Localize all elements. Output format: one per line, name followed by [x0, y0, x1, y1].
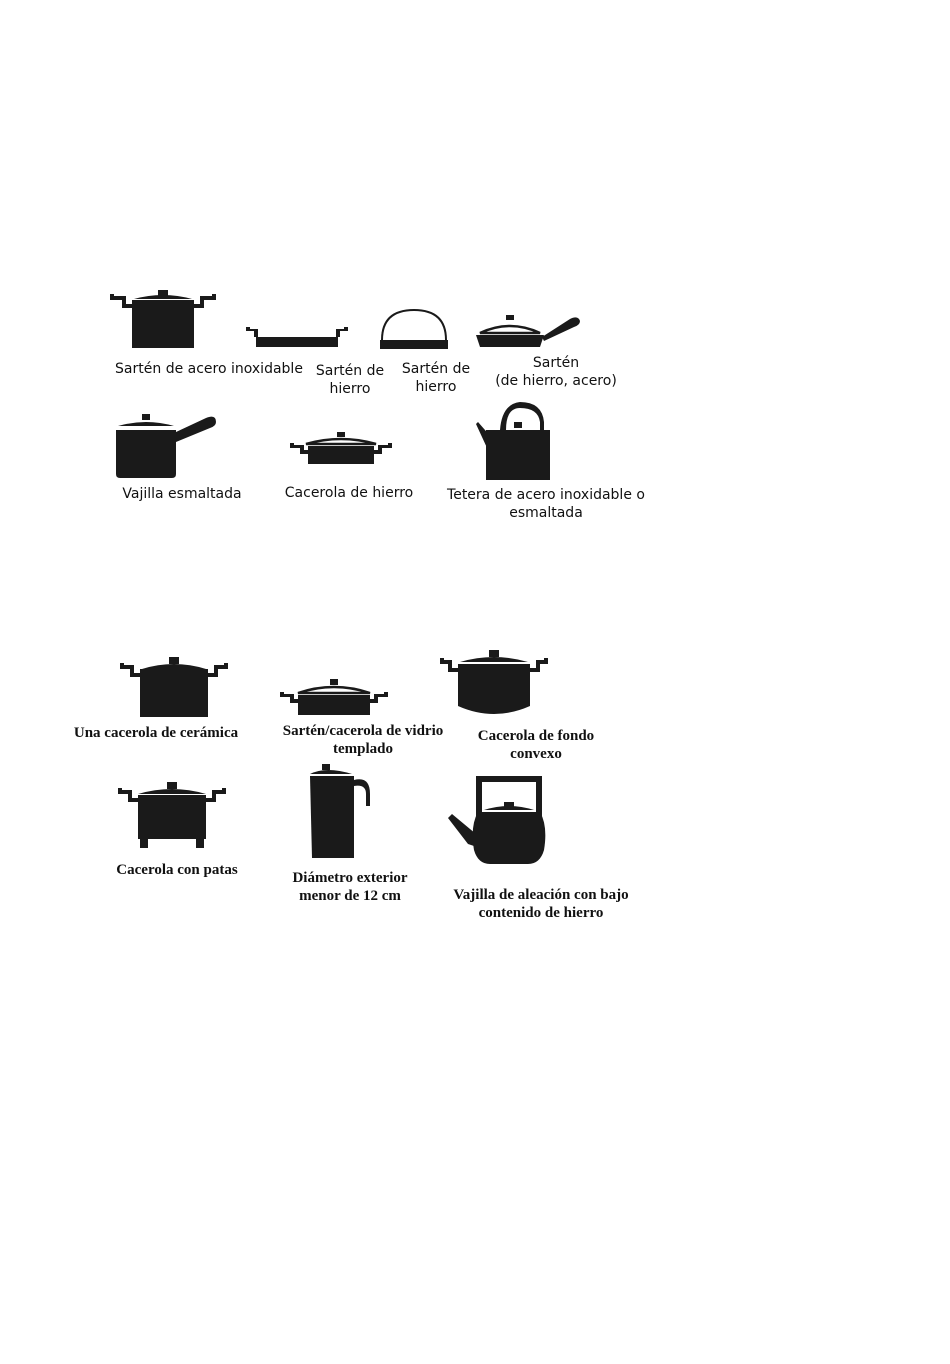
pot-with-legs-icon: [118, 782, 226, 848]
kettle-icon: [476, 402, 550, 480]
caption-stainless-pot: Sartén de acero inoxidable: [115, 361, 303, 377]
small-coffee-pot-icon: [310, 764, 370, 858]
saucepan-icon: [116, 414, 216, 478]
lidded-frying-pan-icon: [476, 315, 580, 347]
convex-bottom-pot-icon: [440, 650, 548, 714]
caption-glass-casserole: Sartén/cacerola de vidrio templado: [282, 723, 444, 757]
caption-enamel-ware: Vajilla esmaltada: [122, 486, 242, 502]
caption-small-diameter: Diámetro exterior menor de 12 cm: [292, 870, 408, 904]
glass-casserole-icon: [280, 679, 388, 715]
caption-legged-pot: Cacerola con patas: [116, 862, 238, 878]
caption-low-iron-alloy: Vajilla de aleación con bajo contenido d…: [453, 887, 629, 921]
shallow-casserole-icon: [290, 432, 392, 464]
ceramic-pot-icon: [120, 657, 228, 717]
caption-frying-pan: Sartén (de hierro, acero): [495, 355, 617, 390]
caption-ceramic-pot: Una cacerola de cerámica: [73, 725, 239, 741]
caption-iron-casserole: Cacerola de hierro: [284, 485, 414, 501]
caption-convex-pot: Cacerola de fondo convexo: [477, 728, 595, 762]
flat-pan-icon: [246, 327, 348, 347]
teapot-icon: [448, 776, 546, 864]
stockpot-icon: [110, 290, 216, 348]
caption-iron-pan: Sartén de hierro: [315, 363, 385, 398]
caption-kettle: Tetera de acero inoxidable o esmaltada: [447, 487, 645, 522]
caption-iron-pan-dome: Sartén de hierro: [401, 361, 471, 396]
dome-pan-icon: [380, 308, 448, 349]
